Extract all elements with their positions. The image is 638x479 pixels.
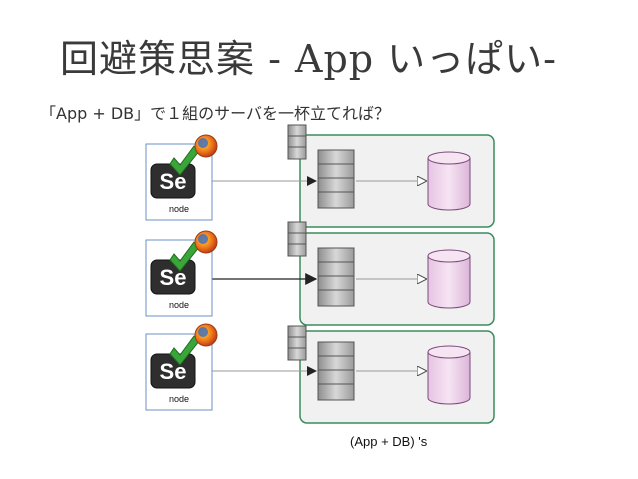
slide-title: 回避策思案 - App いっぱい-	[60, 37, 558, 81]
database-icon	[427, 249, 471, 309]
check-icon	[169, 241, 201, 272]
row-2	[145, 221, 495, 326]
rack-server-icon	[287, 124, 307, 160]
row-3	[145, 323, 495, 424]
selenium-badge-text: Se	[160, 359, 187, 384]
check-icon	[169, 145, 201, 176]
database-icon	[427, 345, 471, 405]
diagram-caption: (App + DB) 's	[350, 434, 428, 449]
selenium-badge-text: Se	[160, 265, 187, 290]
check-icon	[169, 335, 201, 366]
node-label: node	[169, 394, 189, 404]
rack-server-icon	[287, 325, 307, 361]
rack-server-icon	[287, 221, 307, 257]
slide-subtitle: 「App + DB」で１組のサーバを一杯立てれば？	[40, 104, 390, 123]
database-icon	[427, 151, 471, 211]
row-1	[145, 124, 495, 228]
app-server-icon	[317, 247, 355, 307]
app-server-icon	[317, 341, 355, 401]
node-label: node	[169, 300, 189, 310]
node-label: node	[169, 204, 189, 214]
app-server-icon	[317, 149, 355, 209]
selenium-badge-text: Se	[160, 169, 187, 194]
